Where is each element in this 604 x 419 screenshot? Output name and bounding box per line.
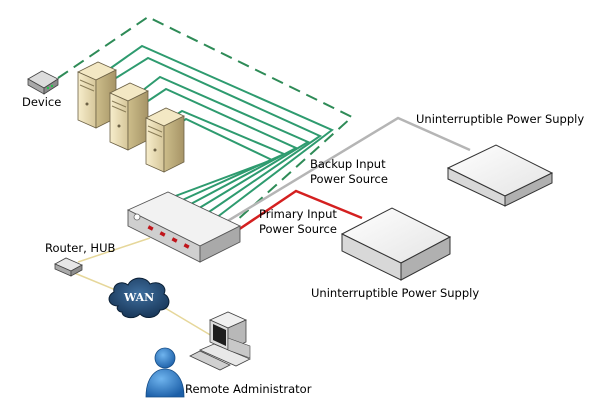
router-hub-label: Router, HUB: [45, 241, 116, 255]
wan-cloud-icon: [108, 277, 170, 319]
server-icon: [109, 82, 149, 151]
device-label: Device: [22, 95, 62, 109]
primary-input-label-line2: Power Source: [259, 222, 337, 236]
wan-label: WAN: [124, 291, 155, 304]
backup-power-link: [225, 116, 471, 224]
person-icon: [145, 347, 185, 398]
ups-bottom-label: Uninterruptible Power Supply: [311, 286, 480, 300]
backup-input-label-line1: Backup Input: [310, 157, 386, 171]
primary-input-label-line1: Primary Input: [259, 207, 337, 221]
device-icon: [27, 70, 59, 95]
computer-icon: [189, 311, 251, 371]
ups-icon: [446, 144, 554, 207]
power-distribution-unit-icon: [126, 191, 242, 263]
router-icon: [54, 257, 83, 277]
remote-administrator-label: Remote Administrator: [185, 382, 312, 396]
ups-top-label: Uninterruptible Power Supply: [416, 112, 585, 126]
backup-input-label-line2: Power Source: [310, 172, 388, 186]
server-icon: [145, 107, 185, 173]
primary-power-link: [234, 189, 363, 234]
ups-icon: [340, 207, 452, 281]
